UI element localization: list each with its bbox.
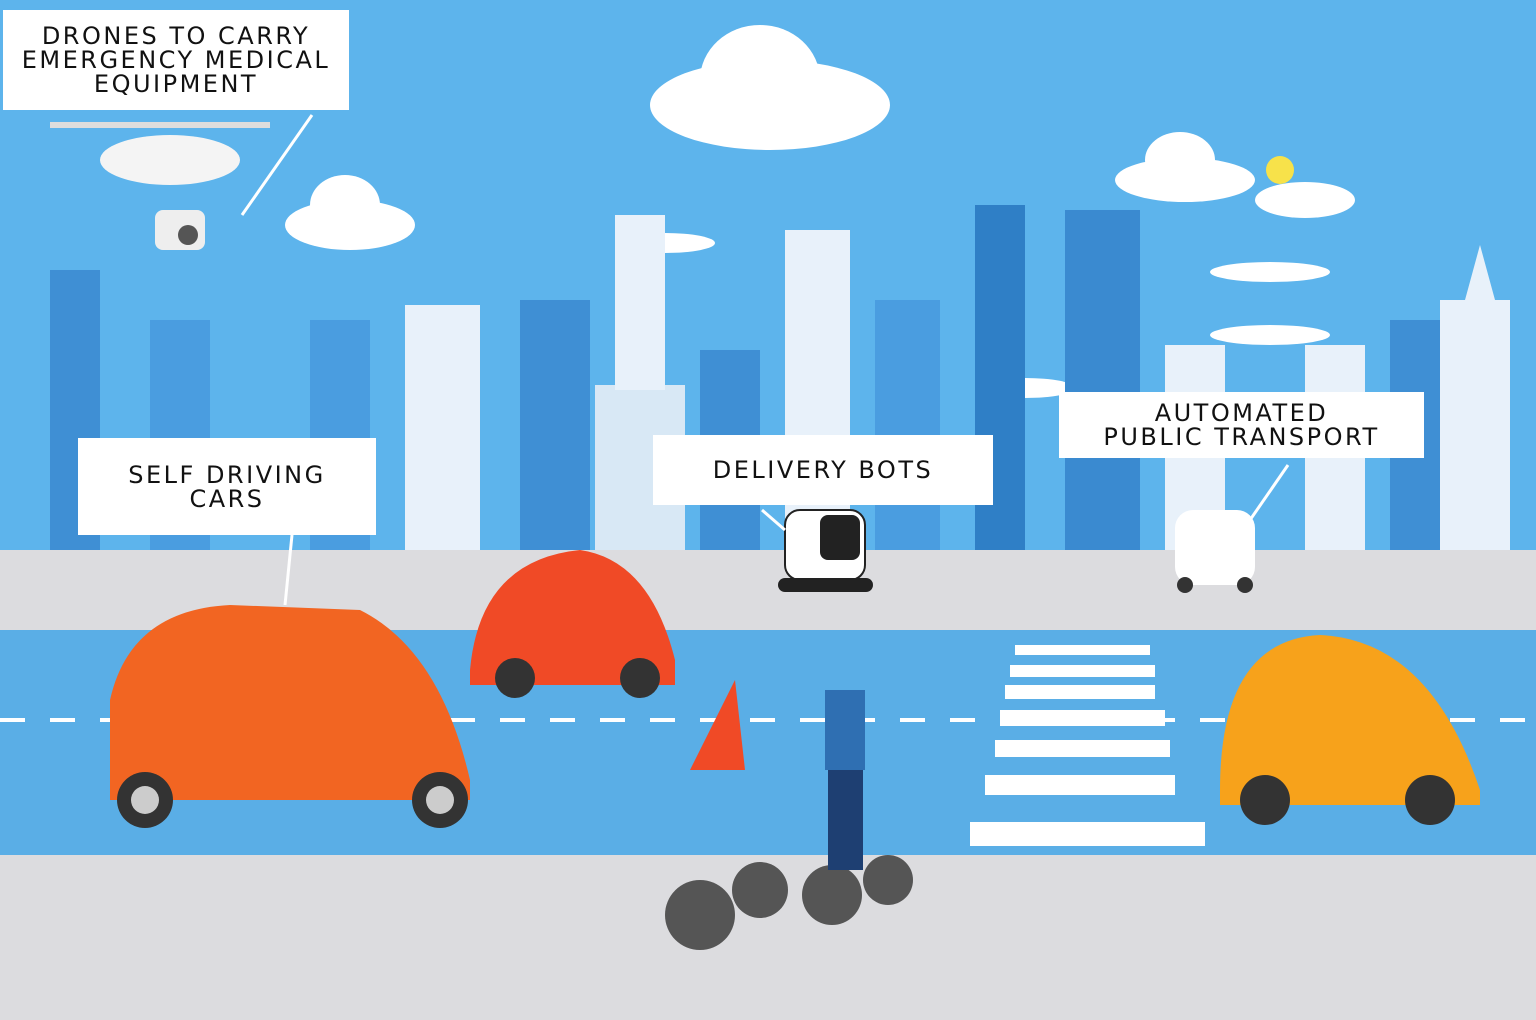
bots-label-line-1: DELIVERY BOTS <box>712 456 934 484</box>
cars-label-line-2: CARS <box>189 484 265 513</box>
car-arrow <box>283 534 294 606</box>
delivery-bots-label: DELIVERY BOTS <box>653 435 993 505</box>
bot-arrow <box>761 508 786 532</box>
drones-label-line-2: EMERGENCY MEDICAL <box>21 46 331 74</box>
automated-transport-label: AUTOMATED PUBLIC TRANSPORT <box>1059 392 1424 458</box>
self-driving-car-right <box>1220 635 1480 825</box>
transport-label-line-2: PUBLIC TRANSPORT <box>1103 423 1380 451</box>
drones-label-line-1: DRONES TO CARRY <box>41 22 311 50</box>
self-driving-cars-label: SELF DRIVING CARS <box>78 438 376 535</box>
delivery-bot-icon <box>778 509 873 592</box>
self-driving-car-large <box>110 605 470 828</box>
self-driving-car-small <box>470 550 675 698</box>
transport-arrow <box>1248 464 1290 521</box>
crosswalk <box>970 645 1205 846</box>
drone-arrow <box>240 114 314 216</box>
transport-label-line-1: AUTOMATED <box>1154 399 1329 427</box>
autonomous-shuttle-icon <box>1175 510 1255 593</box>
cars-label-line-1: SELF DRIVING <box>128 460 326 489</box>
drones-label-line-3: EQUIPMENT <box>93 70 259 98</box>
sun <box>1266 156 1294 184</box>
clouds <box>285 25 1355 398</box>
drone-icon <box>50 122 270 250</box>
drones-label: DRONES TO CARRY EMERGENCY MEDICAL EQUIPM… <box>3 10 349 110</box>
segway-riders <box>665 680 913 950</box>
